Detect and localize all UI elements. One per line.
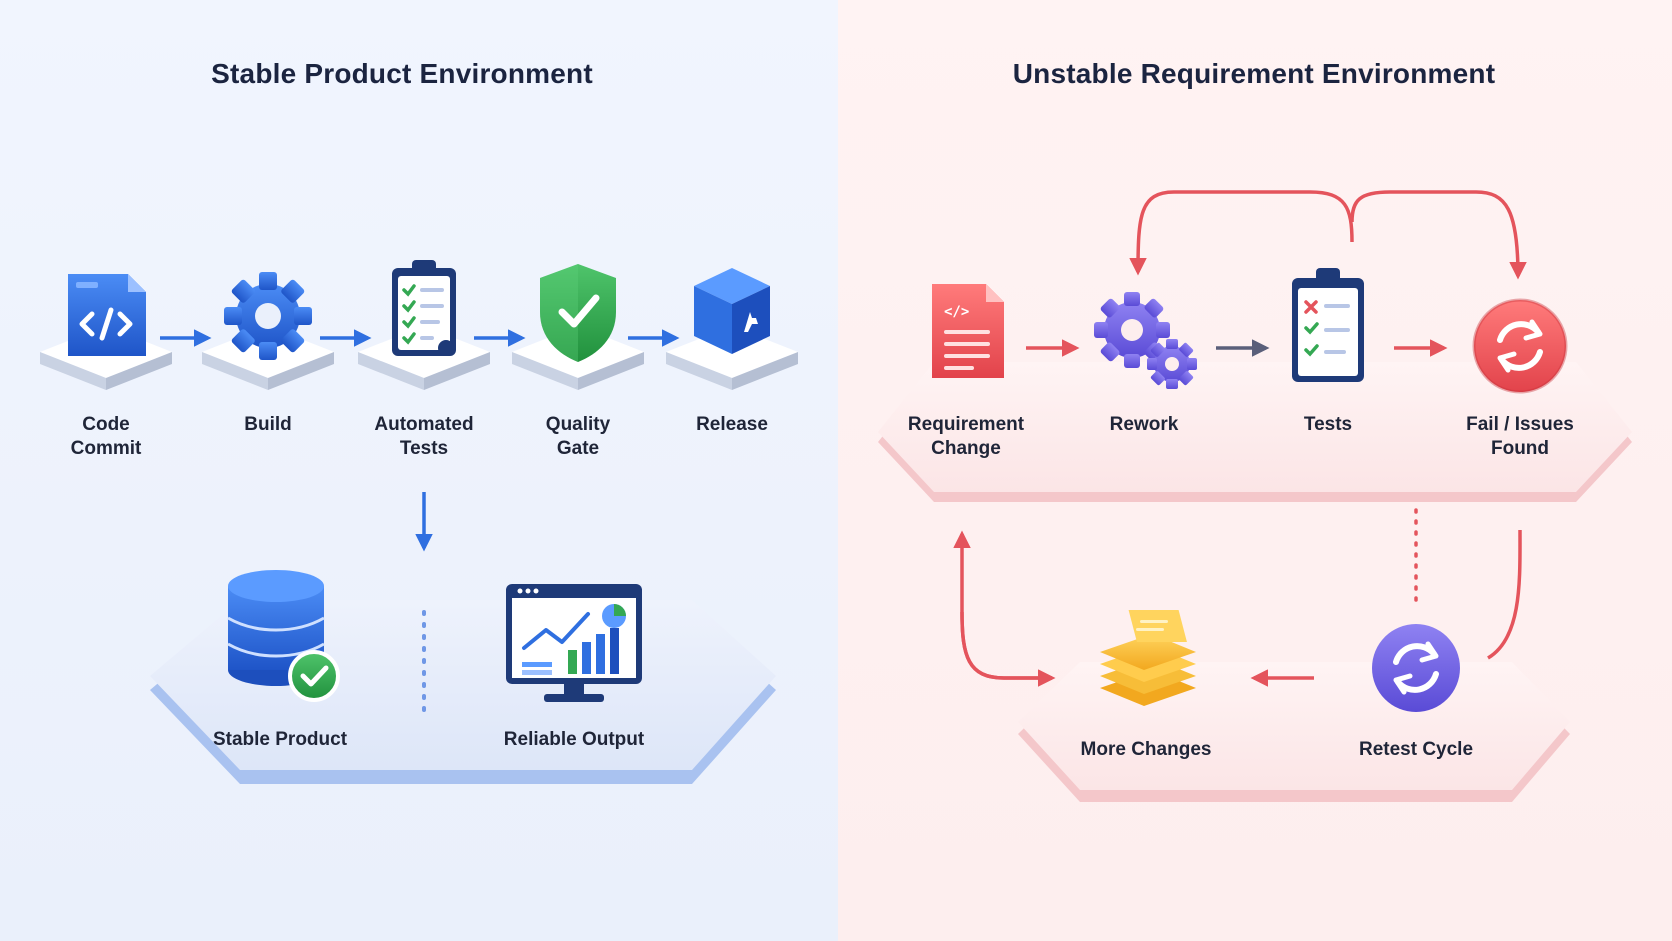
step-label-requirement-change: Requirement Change xyxy=(907,414,1025,459)
code-file-icon xyxy=(68,274,146,356)
step-label-quality-gate: Quality Gate xyxy=(545,414,611,459)
unstable-title: Unstable Requirement Environment xyxy=(1012,58,1496,89)
stable-title: Stable Product Environment xyxy=(211,58,593,89)
cycle-label-more-changes: More Changes xyxy=(1080,739,1212,760)
gears-icon xyxy=(1094,292,1197,389)
stable-panel xyxy=(0,0,838,941)
step-label-automated-tests: Automated Tests xyxy=(374,414,474,459)
refresh-red-icon xyxy=(1472,298,1568,394)
cycle-label-retest-cycle: Retest Cycle xyxy=(1358,739,1474,760)
monitor-chart-icon xyxy=(506,584,642,702)
shield-check-icon xyxy=(540,264,616,362)
right-top-platform xyxy=(878,362,1632,502)
step-label-fail-issues-found: Fail / Issues Found xyxy=(1466,414,1574,459)
release-cube-icon xyxy=(694,268,770,354)
svg-text:</>: </> xyxy=(944,304,969,320)
refresh-purple-icon xyxy=(1372,624,1460,712)
database-check-icon xyxy=(227,570,340,702)
step-label-rework: Rework xyxy=(1109,414,1179,435)
clipboard-fail-icon xyxy=(1292,268,1364,382)
right-flow-arrows xyxy=(953,190,1527,687)
step-label-build: Build xyxy=(244,414,292,435)
document-code-icon: </> xyxy=(932,284,1004,378)
output-label-stable-product: Stable Product xyxy=(212,729,348,750)
gear-icon xyxy=(224,272,312,360)
output-label-reliable-output: Reliable Output xyxy=(503,729,645,750)
checklist-clipboard-icon xyxy=(392,260,456,356)
step-label-code-commit: Code Commit xyxy=(70,414,142,459)
step-label-release: Release xyxy=(696,414,768,435)
right-bottom-platform xyxy=(1018,662,1570,802)
step-label-tests: Tests xyxy=(1303,414,1353,435)
stack-papers-icon xyxy=(1100,610,1196,706)
left-flow-arrows xyxy=(160,329,680,552)
